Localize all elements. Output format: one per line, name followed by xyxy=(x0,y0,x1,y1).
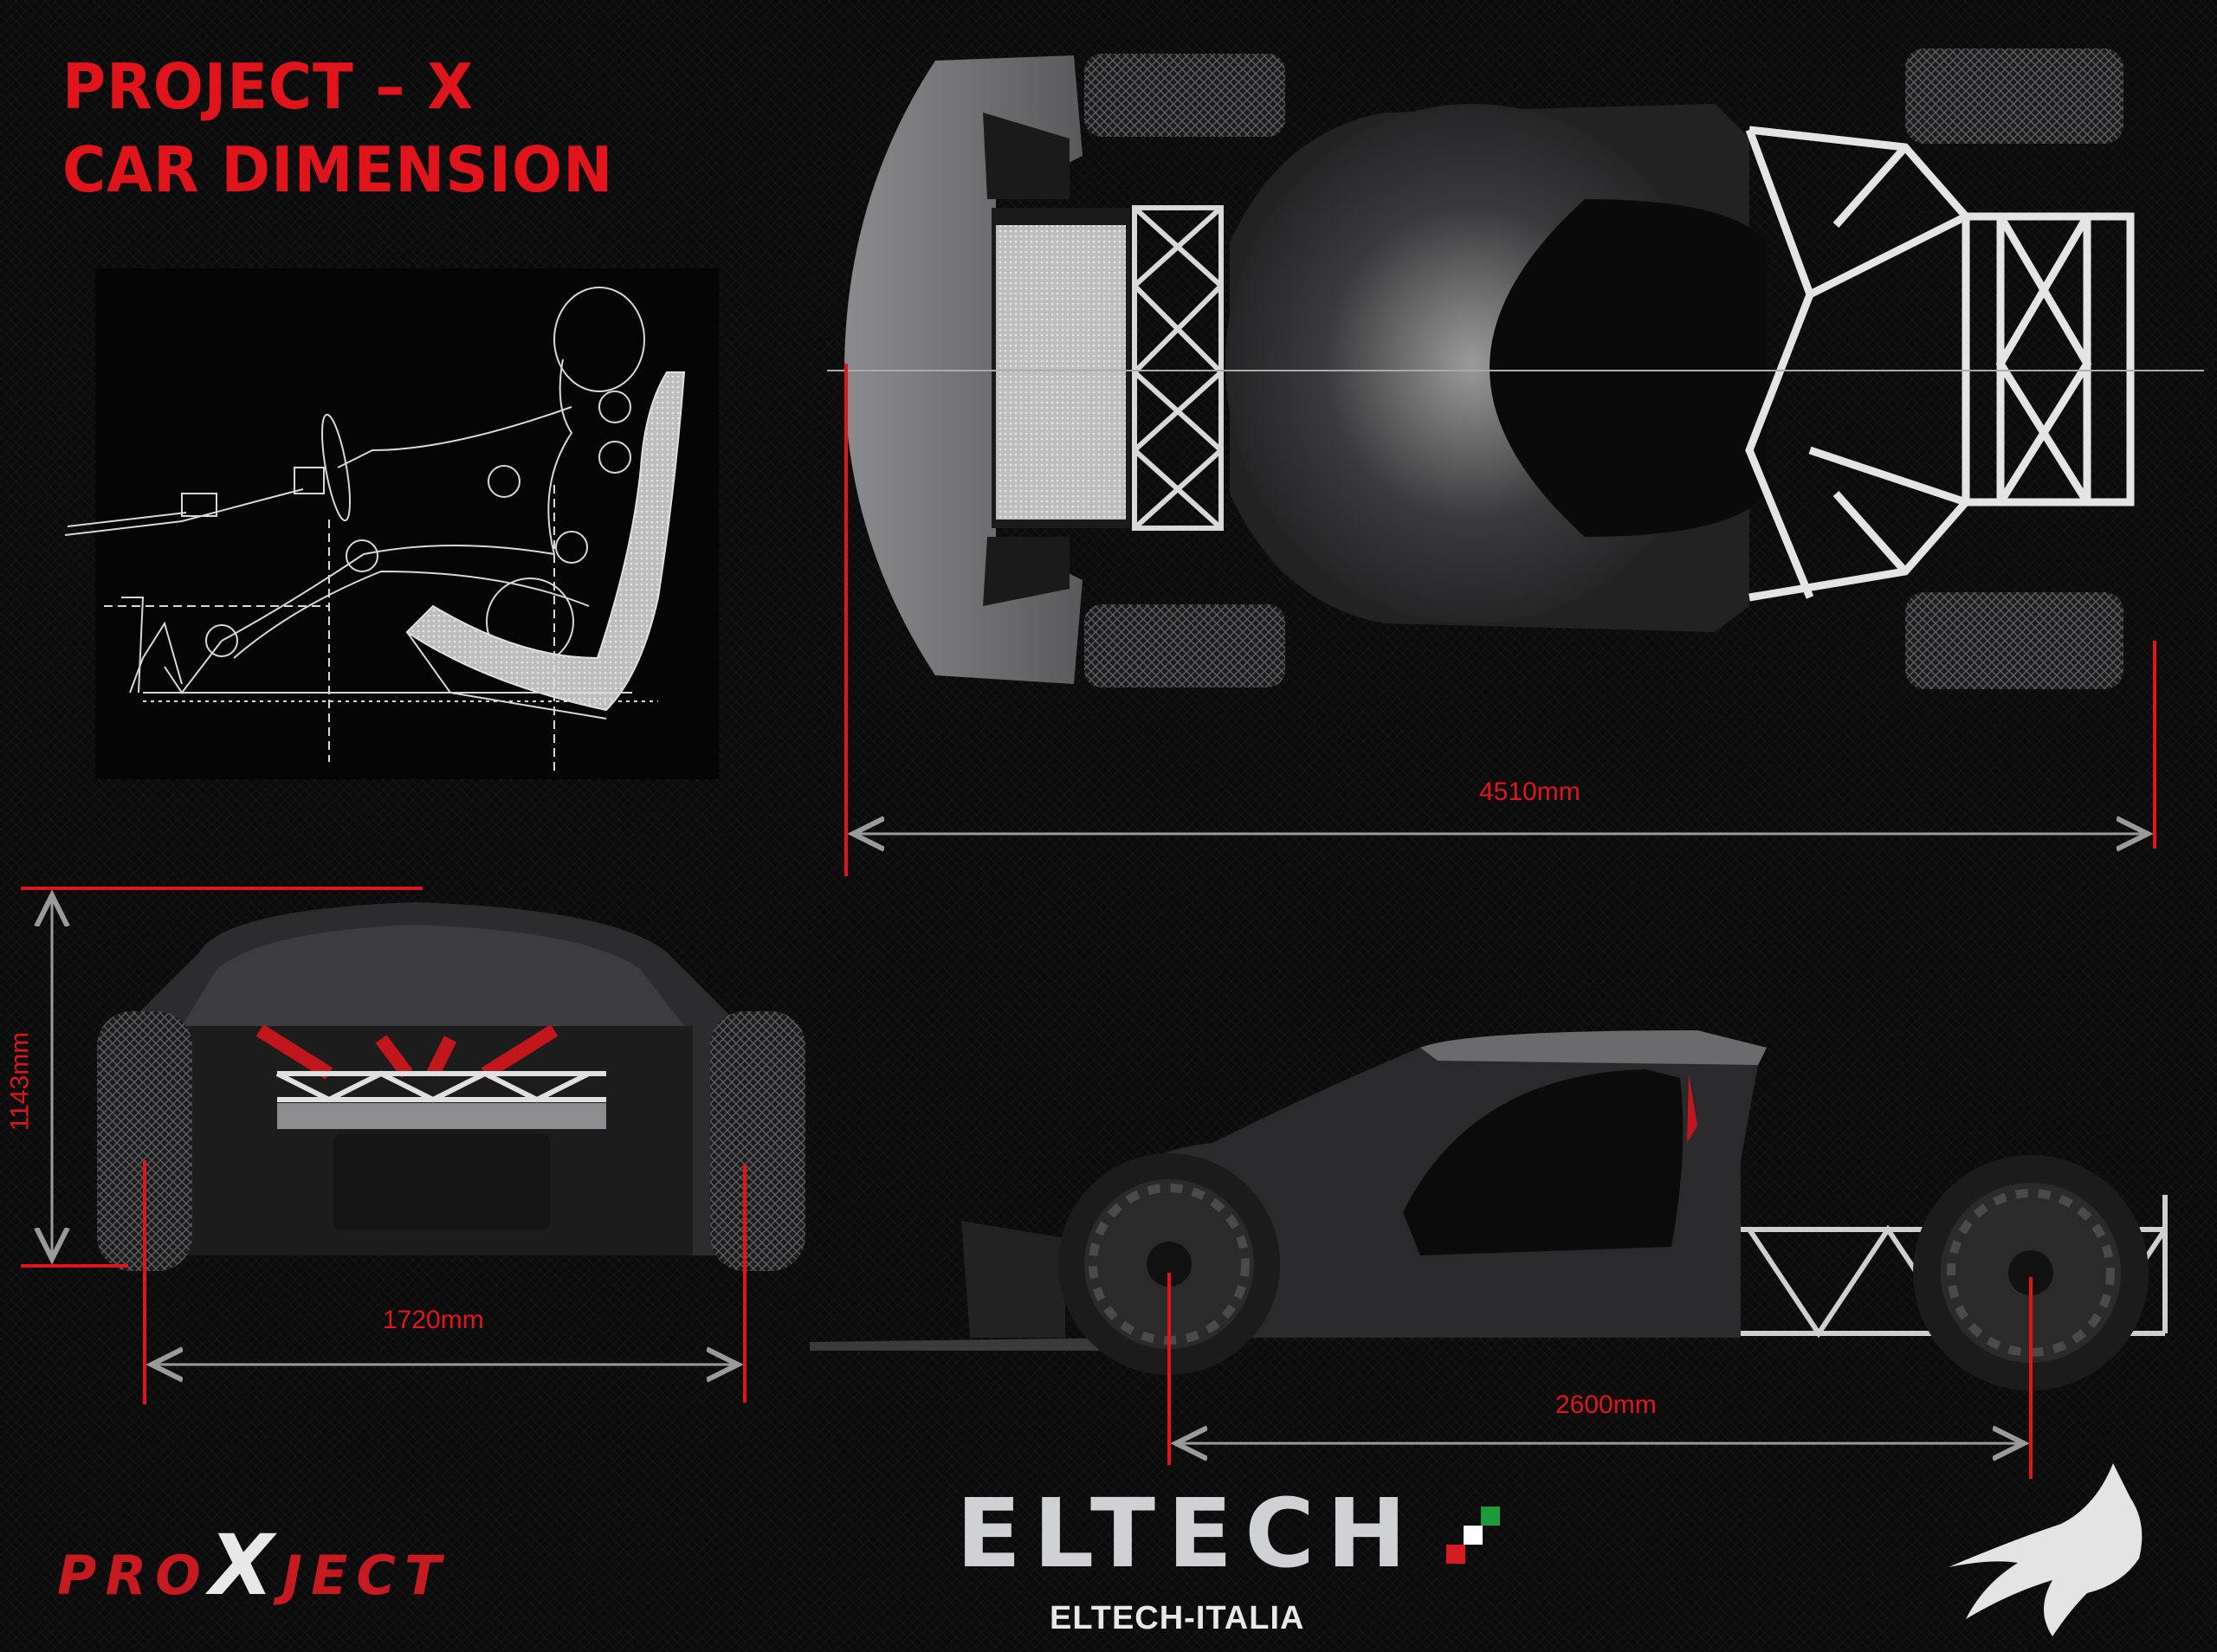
side-view xyxy=(810,1030,2168,1391)
proxject-logo-pre: PRO xyxy=(57,1544,210,1607)
top-wheel-rear-right xyxy=(1905,592,2123,689)
top-wheel-front-left xyxy=(1084,54,1285,137)
front-view xyxy=(97,902,805,1271)
driver-ergonomics-sketch xyxy=(64,268,719,779)
proxject-logo-post: JECT xyxy=(281,1544,450,1607)
wheelbase-dimension xyxy=(1167,1273,2033,1479)
italian-flag-mark xyxy=(1446,1507,1500,1564)
top-wheel-front-right xyxy=(1084,604,1285,687)
wheelbase-label: 2600mm xyxy=(1555,1391,1657,1419)
proxject-logo: PROXJECT xyxy=(57,1517,449,1614)
pegasus-logo xyxy=(1949,1463,2143,1636)
top-view xyxy=(827,48,2204,689)
length-dimension xyxy=(844,364,2156,876)
top-wheel-rear-left xyxy=(1905,48,2123,144)
track-label: 1720mm xyxy=(383,1306,484,1334)
length-label: 4510mm xyxy=(1479,778,1580,806)
height-label: 1143mm xyxy=(5,1031,35,1132)
side-wheel-rear xyxy=(1913,1155,2149,1391)
title-line-2: CAR DIMENSION xyxy=(62,133,614,206)
eltech-italia-label: ELTECH-ITALIA xyxy=(1050,1600,1305,1636)
proxject-logo-x: X xyxy=(209,1517,282,1614)
title-line-1: PROJECT – X xyxy=(62,50,474,123)
height-dimension xyxy=(21,887,423,1268)
track-dimension xyxy=(143,1160,747,1404)
eltech-logo: ELTECH xyxy=(956,1478,1419,1589)
side-wheel-front xyxy=(1058,1153,1280,1375)
